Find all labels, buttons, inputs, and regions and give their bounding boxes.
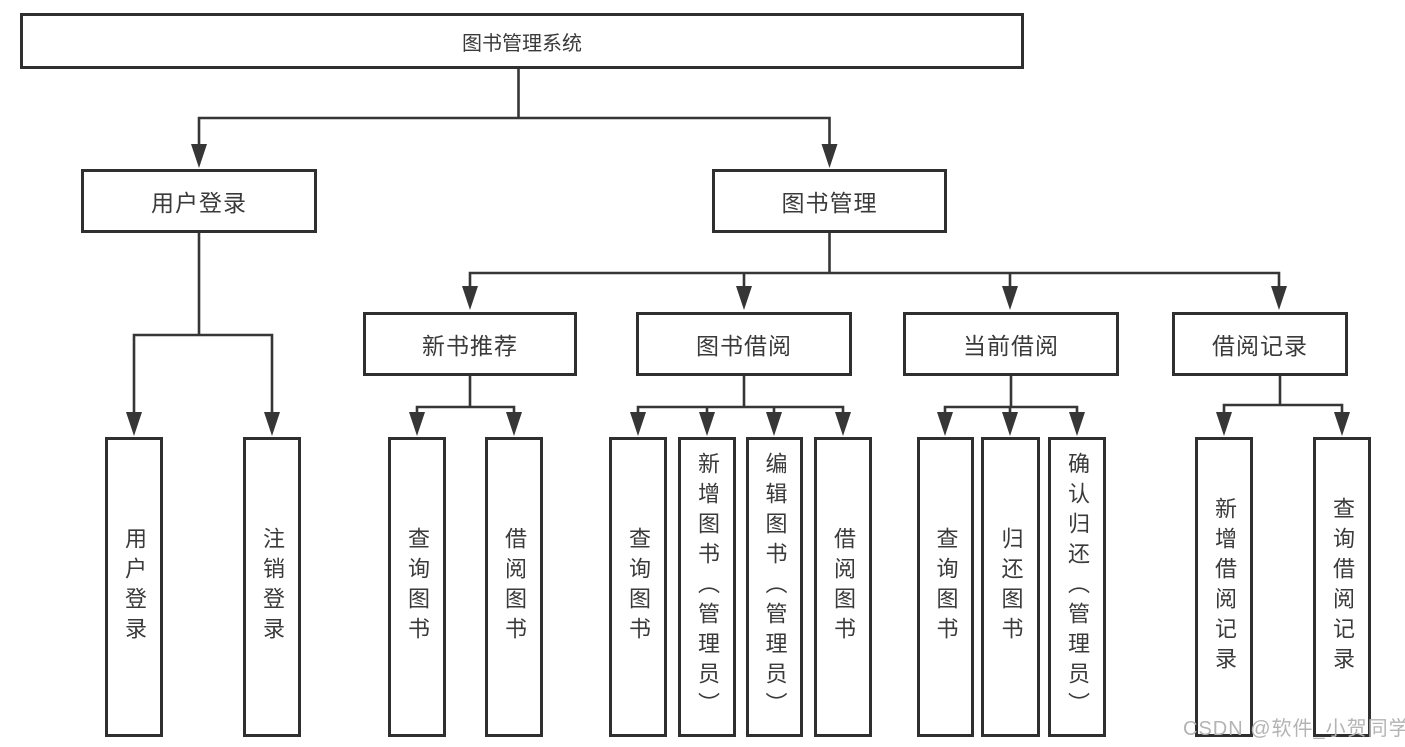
- leaf-user-login: 用户登录: [105, 437, 163, 737]
- leaf-edit-book-admin-label: 编辑图书（管理员）: [762, 452, 788, 722]
- node-book-mgmt-label: 图书管理: [781, 190, 878, 216]
- leaf-query-book-1: 查询图书: [388, 437, 446, 737]
- connector-current-borrow-to-leaves: [937, 374, 1085, 436]
- leaf-add-borrow-record-label: 新增借阅记录: [1212, 497, 1237, 677]
- leaf-query-book-2-label: 查询图书: [626, 527, 651, 647]
- leaf-borrow-book-1: 借阅图书: [485, 437, 543, 737]
- leaf-borrow-book-2-label: 借阅图书: [831, 527, 856, 647]
- leaf-return-book: 归还图书: [981, 437, 1040, 737]
- node-root-label: 图书管理系统: [462, 32, 582, 55]
- node-book-borrow: 图书借阅: [636, 312, 852, 376]
- node-user-login: 用户登录: [81, 169, 317, 233]
- leaf-add-book-admin: 新增图书（管理员）: [678, 437, 736, 737]
- leaf-query-book-2: 查询图书: [609, 437, 667, 737]
- leaf-query-book-3-label: 查询图书: [933, 527, 959, 647]
- leaf-borrow-book-2: 借阅图书: [814, 437, 872, 737]
- node-current-borrow: 当前借阅: [903, 312, 1119, 376]
- connector-new-book-rec-to-leaves: [409, 374, 522, 436]
- node-root: 图书管理系统: [20, 13, 1024, 69]
- leaf-confirm-return-admin: 确认归还（管理员）: [1048, 437, 1106, 737]
- connector-book-mgmt-to-level3: [462, 231, 1287, 310]
- connector-borrow-records-to-leaves: [1216, 374, 1350, 436]
- node-new-book-recommend-label: 新书推荐: [422, 333, 518, 359]
- leaf-confirm-return-admin-label: 确认归还（管理员）: [1065, 452, 1090, 722]
- leaf-query-book-3: 查询图书: [917, 437, 974, 737]
- leaf-query-borrow-record-label: 查询借阅记录: [1330, 497, 1355, 677]
- leaf-logout-label: 注销登录: [260, 527, 285, 647]
- node-user-login-label: 用户登录: [151, 190, 247, 216]
- leaf-edit-book-admin: 编辑图书（管理员）: [746, 437, 803, 737]
- connector-book-borrow-to-leaves: [630, 374, 851, 436]
- node-new-book-recommend: 新书推荐: [363, 312, 577, 376]
- leaf-logout: 注销登录: [243, 437, 301, 737]
- leaf-add-book-admin-label: 新增图书（管理员）: [695, 452, 720, 722]
- node-current-borrow-label: 当前借阅: [963, 333, 1059, 359]
- node-borrow-records: 借阅记录: [1172, 312, 1348, 376]
- leaf-add-borrow-record: 新增借阅记录: [1195, 437, 1253, 737]
- leaf-borrow-book-1-label: 借阅图书: [502, 527, 527, 647]
- leaf-query-borrow-record: 查询借阅记录: [1313, 437, 1371, 737]
- csdn-watermark: CSDN @软件_小贺同学: [1183, 718, 1405, 740]
- node-borrow-records-label: 借阅记录: [1212, 333, 1308, 359]
- leaf-query-book-1-label: 查询图书: [405, 527, 430, 647]
- connector-root-to-level2: [191, 67, 838, 168]
- connector-user-login-to-leaves: [126, 231, 280, 436]
- node-book-mgmt: 图书管理: [712, 169, 947, 233]
- node-book-borrow-label: 图书借阅: [696, 333, 792, 359]
- leaf-user-login-label: 用户登录: [122, 527, 147, 647]
- leaf-return-book-label: 归还图书: [998, 527, 1024, 647]
